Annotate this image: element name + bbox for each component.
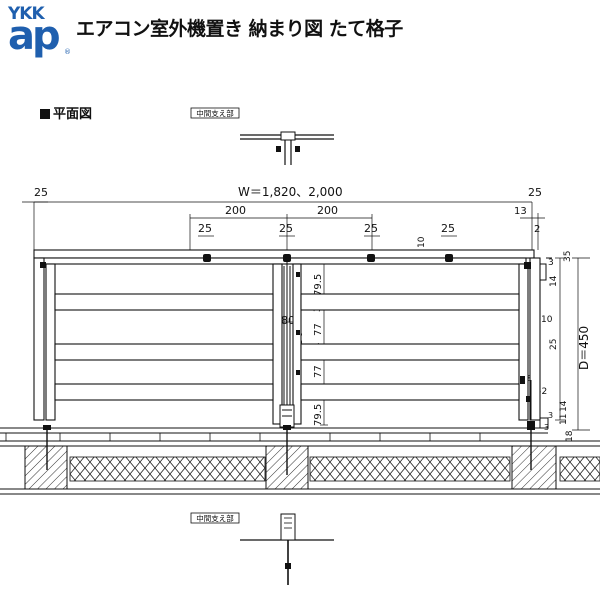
dim-left-edge: 25 <box>34 186 48 199</box>
insulation-edge <box>559 456 600 482</box>
slat-right-2 <box>300 343 520 361</box>
top-detail-screw-r <box>295 146 300 152</box>
dim-r-18: 18 <box>565 430 575 442</box>
dimension-texts: 25 W＝1,820、2,000 25 200 200 13 25 25 25 … <box>34 185 542 248</box>
dim-post-4: 25 <box>441 222 455 235</box>
dim-depth: D＝450 <box>577 326 591 370</box>
section-heading: 平面図 <box>40 103 92 122</box>
left-post-outer <box>33 257 45 421</box>
bottom-detail-callout: 中間支え部 <box>190 512 334 585</box>
top-detail-callout: 中間支え部 <box>190 107 334 165</box>
base-blocks <box>24 445 557 490</box>
dim-c-795b: 79.5 <box>313 404 324 426</box>
dim-c-795a: 79.5 <box>313 274 324 296</box>
center-support-column <box>279 262 295 430</box>
dim-right-2: 2 <box>534 224 540 235</box>
section-square-icon <box>40 109 50 119</box>
dim-r-3b: 3 <box>548 411 553 420</box>
top-detail-bracket <box>280 131 296 141</box>
bottom-callout-label: 中間支え部 <box>196 513 234 523</box>
center-screws <box>296 272 300 375</box>
slat-left-2 <box>54 343 274 361</box>
page-title: エアコン室外機置き 納まり図 たて格子 <box>76 18 403 40</box>
dim-r-14a: 14 <box>549 275 559 287</box>
dim-r-10: 10 <box>541 315 553 325</box>
dim-post-3: 25 <box>364 222 378 235</box>
insulation-left <box>69 456 266 482</box>
dim-r-3a: 3 <box>548 258 554 268</box>
logo-ap-text: ap <box>8 13 61 59</box>
dimension-lines <box>22 201 590 431</box>
slat-right-3 <box>300 383 520 401</box>
floor-tiles <box>5 433 481 441</box>
center-post-right <box>292 263 302 425</box>
dim-c-77a: 77 <box>313 323 324 336</box>
top-callout-box <box>190 107 240 119</box>
dim-right-13: 13 <box>514 206 527 217</box>
left-post-inner <box>45 263 56 421</box>
anchor-heads <box>43 425 535 430</box>
logo-ykk-text: YKK <box>8 4 45 24</box>
dim-right-edge: 25 <box>528 186 542 199</box>
ykk-ap-logo: YKK ap ® <box>8 4 71 62</box>
insulation-right <box>309 456 511 482</box>
top-detail-screw-l <box>276 146 281 152</box>
slat-left-3 <box>54 383 274 401</box>
dim-r-25: 25 <box>549 339 559 350</box>
dim-span-a: 200 <box>225 204 246 217</box>
logo-registered-mark: ® <box>64 48 71 56</box>
anchor-screws <box>46 428 532 475</box>
bottom-detail-nut <box>285 563 291 569</box>
dim-post-2: 25 <box>279 222 293 235</box>
dim-post-1: 25 <box>198 222 212 235</box>
unit-frame <box>33 249 541 425</box>
dim-c-77b: 77 <box>313 365 324 378</box>
dim-width: W＝1,820、2,000 <box>238 185 343 199</box>
center-post-left <box>272 263 283 425</box>
dim-ten-top: 10 <box>417 236 427 248</box>
right-post-inner <box>518 263 529 421</box>
dim-r-11: 11 <box>559 414 569 425</box>
right-post-outer <box>529 257 541 421</box>
slat-right-1 <box>300 293 520 311</box>
dim-r-14b: 14 <box>559 400 569 412</box>
slat-left-1 <box>54 293 274 311</box>
section-label: 平面図 <box>53 107 93 122</box>
dim-span-b: 200 <box>317 204 338 217</box>
top-callout-label: 中間支え部 <box>196 108 234 118</box>
top-clips <box>40 254 531 269</box>
bottom-callout-box <box>190 512 240 524</box>
floor-structure <box>0 427 600 495</box>
dim-r-35: 35 <box>563 251 573 262</box>
